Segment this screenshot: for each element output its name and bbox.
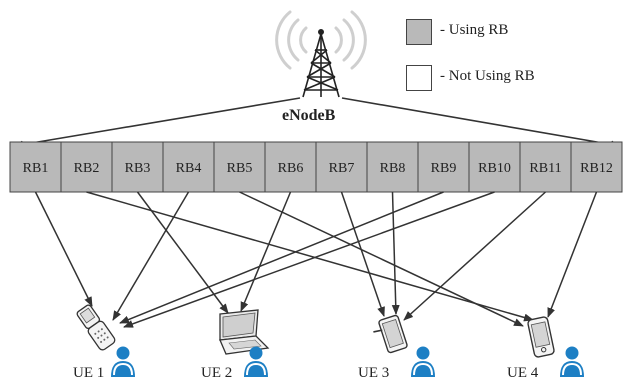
rb-cell <box>570 141 623 193</box>
rb-label: RB6 <box>278 161 304 176</box>
resource-block-row: RB1 RB2 RB3 RB4 RB5 RB6 RB7 RB8 RB9 RB10 RB11 RB12 <box>9 141 623 193</box>
rb-cell <box>264 141 317 193</box>
rb-label: RB3 <box>125 161 151 176</box>
allocation-arrow <box>391 191 400 315</box>
allocation-arrow <box>239 191 524 327</box>
legend-label-using: - Using RB <box>440 22 509 38</box>
rb-label: RB11 <box>529 161 561 176</box>
ue-label: UE 2 <box>201 365 233 381</box>
user-icon <box>560 346 584 377</box>
rb-label: RB10 <box>478 161 511 176</box>
allocation-arrow <box>340 191 385 317</box>
rb-cell <box>417 141 470 193</box>
enodeb-to-rb12-arrow <box>341 97 621 149</box>
allocation-arrow <box>123 191 495 328</box>
allocation-arrows <box>34 191 598 328</box>
rb-cell <box>315 141 368 193</box>
rb-label: RB7 <box>329 161 355 176</box>
rb-cell <box>519 141 572 193</box>
enodeb-label: eNodeB <box>282 107 336 124</box>
rb-label: RB8 <box>380 161 406 176</box>
legend-swatch-not-using <box>406 65 432 91</box>
legend-swatch-using <box>406 19 432 45</box>
allocation-arrow <box>86 191 534 322</box>
rb-cell <box>366 141 419 193</box>
user-icon <box>111 346 135 377</box>
legend-label-not-using: - Not Using RB <box>440 68 535 84</box>
rb-label: RB9 <box>431 161 457 176</box>
ue-label: UE 3 <box>358 365 390 381</box>
ue-label: UE 1 <box>73 365 105 381</box>
enodeb-to-rb1-arrow <box>13 97 301 149</box>
allocation-arrow <box>136 191 229 314</box>
rb-label: RB12 <box>580 161 613 176</box>
antenna-tower-icon <box>275 10 367 98</box>
allocation-arrow <box>547 191 598 318</box>
allocation-arrow <box>403 191 547 321</box>
user-icon <box>411 346 435 377</box>
smartphone-icon <box>527 316 555 358</box>
allocation-arrow <box>112 191 190 321</box>
allocation-arrow <box>119 191 444 324</box>
allocation-arrow <box>34 191 93 307</box>
tablet-icon <box>373 314 408 354</box>
rb-label: RB1 <box>23 161 49 176</box>
user-icon <box>244 346 268 377</box>
rb-label: RB5 <box>227 161 253 176</box>
ue-label: UE 4 <box>507 365 539 381</box>
allocation-arrow <box>240 191 292 312</box>
flip-phone-icon <box>76 304 116 351</box>
rb-label: RB2 <box>74 161 100 176</box>
laptop-icon <box>219 309 270 355</box>
rb-label: RB4 <box>176 161 202 176</box>
